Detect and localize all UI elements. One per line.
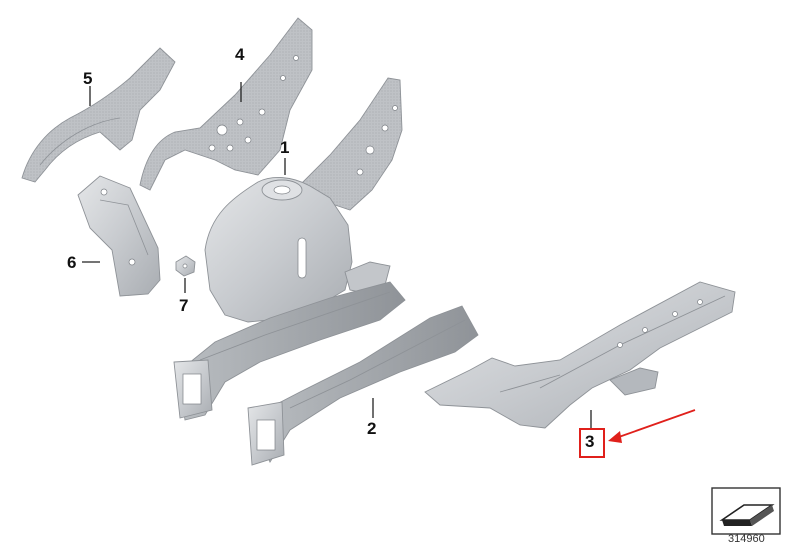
part-5-wheel-arch-panel <box>21 47 176 183</box>
part-7-clip <box>175 255 196 277</box>
part-2-lower-rail <box>247 305 479 466</box>
callout-1: 1 <box>280 138 290 157</box>
part-3-floor-member <box>424 281 736 429</box>
callout-6: 6 <box>67 253 77 272</box>
callout-5: 5 <box>83 69 93 88</box>
part-6-bracket <box>77 175 161 297</box>
diagram-code: 314960 <box>728 533 765 545</box>
highlight-box-part-3 <box>579 428 605 458</box>
callout-3: 3 <box>585 432 595 451</box>
highlight-arrow <box>608 409 696 443</box>
callout-4: 4 <box>235 45 245 64</box>
part-4-upper-side-member <box>139 17 313 191</box>
callout-7: 7 <box>179 296 189 315</box>
callout-2: 2 <box>367 419 377 438</box>
orientation-icon <box>711 487 781 535</box>
part-1-front-structure <box>173 77 406 421</box>
